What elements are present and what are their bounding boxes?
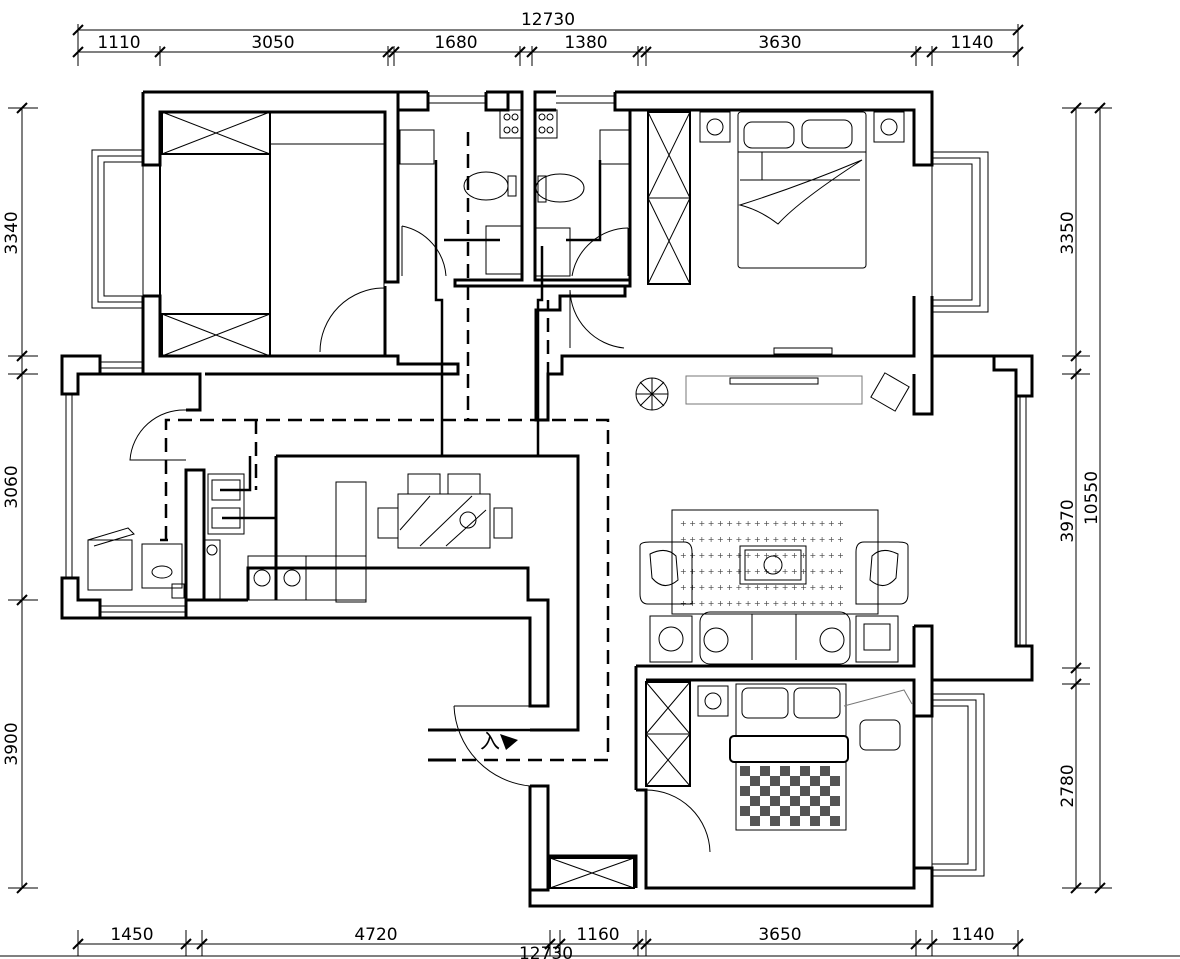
rug-pattern: + + + + + + + + + + + + + + + + + + + + …	[680, 519, 844, 608]
bottom-dim-2: 4720	[354, 925, 397, 945]
top-dim-5: 3630	[758, 33, 801, 53]
living-room-furniture: + + + + + + + + + + + + + + + + + + + + …	[635, 372, 910, 665]
top-dim-4: 1380	[564, 33, 607, 53]
wardrobes	[159, 111, 691, 889]
svg-text:+ + + + + + + + + + + + + + +: + + + + + + + + + + + + + + + + + +	[680, 599, 844, 608]
entrance-arrow-icon	[500, 734, 518, 750]
svg-text:+ + + + + + + + + + + + + + +: + + + + + + + + + + + + + + + + + +	[680, 583, 844, 592]
plumbing-lines	[160, 132, 610, 762]
kitchen-fixtures	[87, 473, 367, 601]
bottom-dimensions: 1450 4720 1160 3650 1140 12730	[0, 925, 1180, 959]
left-dimensions: 3340 3060 3900	[2, 102, 38, 894]
doors	[129, 225, 711, 854]
plant-icon	[635, 377, 669, 411]
right-total-dim: 10550	[1082, 471, 1102, 525]
bathroom-fixtures	[399, 109, 631, 277]
top-dim-1: 1110	[97, 33, 140, 53]
right-dim-3: 2780	[1058, 764, 1078, 807]
bottom-total-dim: 12730	[519, 944, 573, 959]
top-total-dim: 12730	[521, 10, 575, 30]
svg-text:+ + + + + + + + + + + + + + +: + + + + + + + + + + + + + + + + + +	[680, 567, 844, 576]
second-bed	[697, 683, 913, 831]
right-dim-1: 3350	[1058, 211, 1078, 254]
bottom-dim-5: 1140	[951, 925, 994, 945]
master-bed	[699, 111, 905, 355]
right-dim-2: 3970	[1058, 499, 1078, 542]
svg-text:+ + + + + + + + + + + + + + +: + + + + + + + + + + + + + + + + + +	[680, 519, 844, 528]
left-dim-1: 3340	[2, 211, 22, 254]
bottom-dim-3: 1160	[576, 925, 619, 945]
svg-text:+ + + + + + + + + + + + + + +: + + + + + + + + + + + + + + + + + +	[680, 535, 844, 544]
entrance-marker: 入	[480, 729, 518, 753]
top-dim-2: 3050	[251, 33, 294, 53]
right-dimensions: 3350 3970 2780 10550	[1058, 102, 1112, 894]
dining-set	[335, 473, 513, 603]
bottom-dim-1: 1450	[110, 925, 153, 945]
top-dim-6: 1140	[950, 33, 993, 53]
windows	[65, 95, 1027, 877]
top-dim-3: 1680	[434, 33, 477, 53]
bottom-dim-4: 3650	[758, 925, 801, 945]
left-dim-3: 3900	[2, 722, 22, 765]
left-dim-2: 3060	[2, 465, 22, 508]
entrance-label: 入	[480, 729, 500, 753]
top-dimensions: 12730 1110 3050 1680 1380 3630 1140	[72, 10, 1024, 66]
svg-text:+ + + + + + + + + + + + + + +: + + + + + + + + + + + + + + + + + +	[680, 551, 844, 560]
checker-quilt	[740, 766, 840, 826]
